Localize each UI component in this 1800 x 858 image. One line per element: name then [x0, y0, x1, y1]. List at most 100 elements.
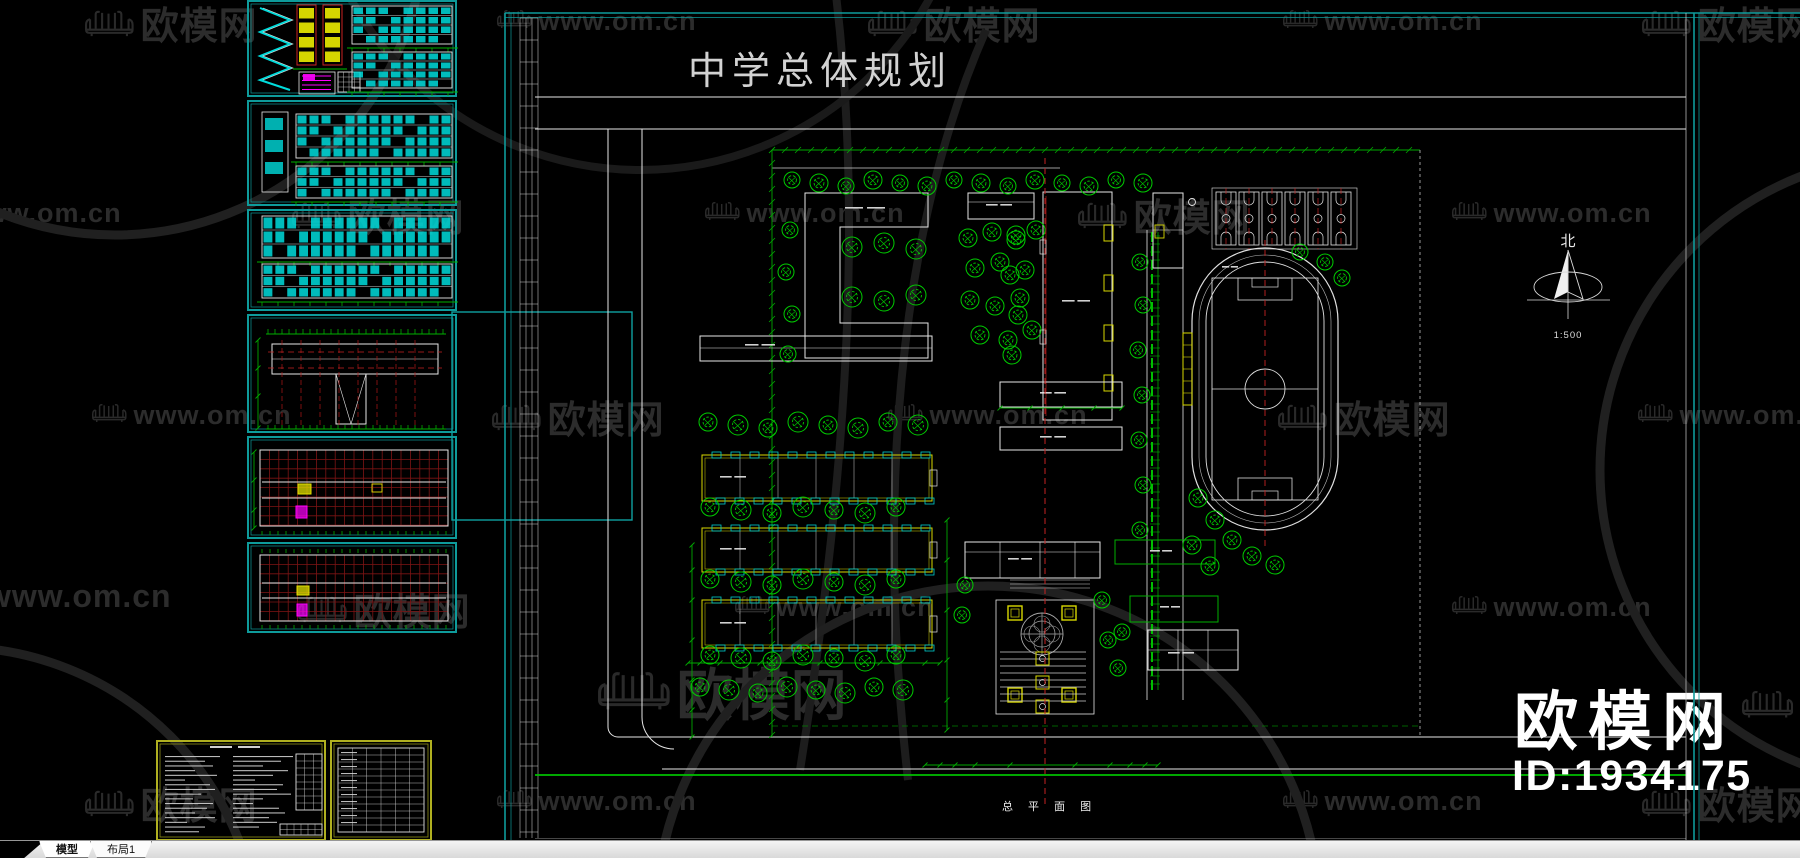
tabbar-corner: [0, 841, 44, 858]
tree-symbol: [783, 305, 801, 323]
tree-symbol: [748, 683, 768, 703]
basketball-court: [1238, 188, 1260, 249]
tree-symbol: [777, 263, 795, 281]
tree-symbol: [886, 645, 906, 665]
tree-symbol: [1000, 265, 1020, 285]
tree-symbol: [837, 177, 855, 195]
tree-symbol: [1022, 320, 1042, 340]
tree-symbol: [1222, 530, 1242, 550]
tree-symbol: [970, 325, 990, 345]
tree-symbol: [1093, 591, 1111, 609]
tree-symbol: [1200, 556, 1220, 576]
basketball-court: [1307, 188, 1329, 249]
dormitory-building: [701, 524, 938, 576]
watermark-item: 欧模网: [1742, 688, 1800, 728]
tree-symbol: [841, 236, 863, 258]
tree-symbol: [718, 679, 740, 701]
tree-symbol: [1010, 288, 1030, 308]
tree-symbol: [690, 677, 710, 697]
tree-symbol: [854, 650, 876, 672]
north-arrow-symbol: 北 1:500: [1527, 233, 1610, 341]
watermark-text: www.om.cn: [1324, 786, 1483, 816]
tree-symbol: [854, 502, 876, 524]
watermark-text: www.om.cn: [746, 198, 905, 228]
tree-symbol: [700, 497, 720, 517]
tree-symbol: [1002, 345, 1022, 365]
tree-symbol: [1079, 176, 1099, 196]
north-label: 北: [1560, 233, 1575, 250]
tree-symbol: [905, 284, 927, 306]
tree-symbol: [730, 647, 752, 669]
tree-symbol: [982, 222, 1002, 242]
watermark-item: www.om.cn: [92, 402, 292, 429]
watermark-text: 欧模网: [1697, 786, 1800, 828]
tab-model[interactable]: 模型: [39, 841, 95, 858]
tree-symbol: [841, 286, 863, 308]
tree-symbol: [787, 411, 809, 433]
scale-label: 1:500: [1554, 330, 1583, 341]
tree-symbol: [792, 496, 814, 518]
sheet-border-right: [1685, 13, 1700, 843]
watermark-text: 欧模网: [140, 6, 258, 48]
watermark-item: 欧模网: [1642, 788, 1800, 826]
tree-symbol: [1333, 269, 1351, 287]
tree-symbol: [1053, 174, 1071, 192]
tree-symbol: [730, 571, 752, 593]
tree-symbol: [891, 174, 909, 192]
tree-symbol: [1099, 631, 1117, 649]
watermark-item: www.om.cn: [705, 200, 905, 227]
tree-symbol: [905, 238, 927, 260]
watermark-item: www.om.cn: [1452, 200, 1652, 227]
tree-symbol: [1130, 431, 1148, 449]
tree-symbol: [824, 572, 844, 592]
tree-symbol: [1134, 296, 1152, 314]
watermark-text: www.om.cn: [0, 578, 172, 614]
tab-layout1[interactable]: 布局1: [90, 841, 152, 858]
tree-symbol: [792, 568, 814, 590]
tree-symbol: [886, 497, 906, 517]
tree-symbol: [700, 645, 720, 665]
basketball-court: [1330, 188, 1352, 249]
tree-symbol: [960, 290, 980, 310]
tree-symbol: [971, 173, 991, 193]
tree-symbol: [1242, 546, 1262, 566]
tree-symbol: [956, 576, 974, 594]
tree-symbol: [776, 676, 798, 698]
tree-symbol: [1008, 305, 1028, 325]
tree-symbol: [1133, 173, 1153, 193]
watermark-item: 欧模网: [492, 402, 665, 440]
tree-symbol: [1133, 386, 1151, 404]
tree-symbol: [886, 569, 906, 589]
watermark-text: www.om.cn: [133, 400, 292, 430]
tree-symbol: [700, 569, 720, 589]
tree-symbol: [818, 415, 838, 435]
site-plan-drawing: [504, 12, 1800, 844]
tree-symbol: [1291, 243, 1309, 261]
basketball-court: [1215, 188, 1237, 249]
tree-symbol: [781, 221, 799, 239]
tree-symbol: [863, 170, 883, 190]
tree-symbol: [1015, 260, 1035, 280]
tree-symbol: [1107, 171, 1125, 189]
watermark-item: 欧模网: [1278, 402, 1451, 440]
tree-symbol: [762, 503, 782, 523]
watermark-text: www.om.cn: [929, 400, 1088, 430]
tree-symbol: [1025, 170, 1045, 190]
tree-symbol: [1006, 225, 1026, 245]
tree-symbol: [1205, 510, 1225, 530]
watermark-item: www.om.cn: [1638, 402, 1800, 429]
tree-symbol: [698, 412, 718, 432]
watermark-text: www.om.cn: [1324, 6, 1483, 36]
tree-symbol: [758, 418, 778, 438]
tree-symbol: [917, 176, 937, 196]
tree-symbol: [783, 171, 801, 189]
tree-symbol: [834, 682, 856, 704]
tree-symbol: [1006, 230, 1026, 250]
tree-symbol: [1026, 220, 1046, 240]
tree-symbol: [824, 648, 844, 668]
tree-symbol: [1113, 623, 1131, 641]
tree-symbol: [762, 575, 782, 595]
watermark-item: www.om.cn: [1283, 788, 1483, 815]
